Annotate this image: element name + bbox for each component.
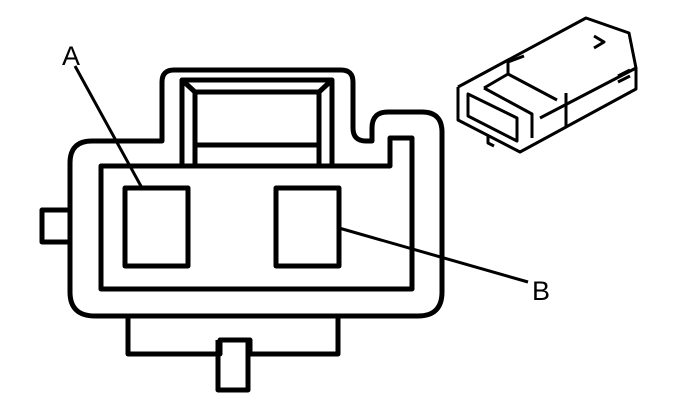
terminal-cavity xyxy=(98,135,415,292)
iso-bottom-peg xyxy=(486,135,495,148)
bottom-rail xyxy=(125,316,341,357)
callout-label-a: A xyxy=(62,41,80,71)
latch-tab-right-bevel xyxy=(316,78,334,166)
iso-front-cavity xyxy=(466,92,519,143)
iso-side-slot-2 xyxy=(617,74,631,84)
leader-line-a xyxy=(73,65,144,189)
terminal-a xyxy=(122,185,191,269)
connector-housing-outline xyxy=(67,67,445,319)
iso-body-top xyxy=(457,16,638,120)
latch-tab-outline xyxy=(179,77,335,166)
iso-front-cavity-inner xyxy=(483,86,534,138)
iso-front-face-right xyxy=(565,68,638,129)
leader-line-b xyxy=(338,226,529,284)
connector-face-view xyxy=(39,65,529,393)
iso-front-face xyxy=(456,87,568,154)
iso-top-ridge-back xyxy=(506,54,525,74)
bottom-post xyxy=(215,340,251,393)
iso-top-ridge xyxy=(483,72,558,102)
left-key xyxy=(39,207,70,245)
iso-side-slot xyxy=(617,68,631,78)
callout-label-b: B xyxy=(532,276,550,306)
latch-tab-left-bevel xyxy=(180,78,198,166)
iso-latch-slot xyxy=(593,34,606,50)
connector-isometric-view xyxy=(456,16,638,154)
terminal-b xyxy=(273,185,342,269)
